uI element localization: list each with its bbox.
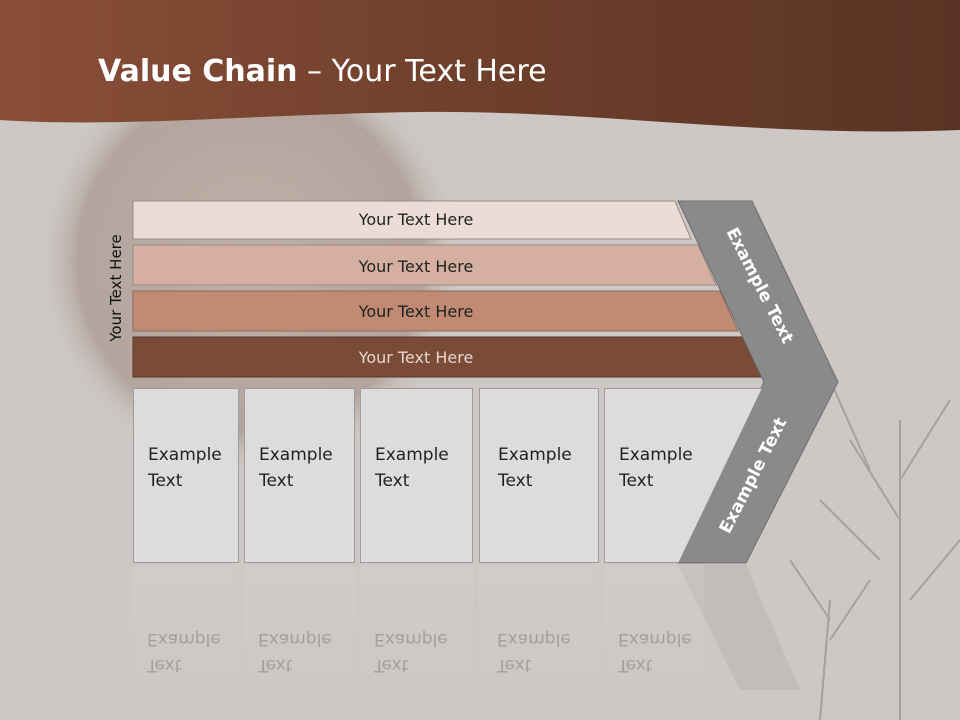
slide-title: Value Chain – Your Text Here — [98, 54, 547, 89]
activity-5-line2: Text — [619, 471, 654, 491]
activity-1-line1: Example — [148, 445, 222, 465]
activity-reflection-2: Text Example — [244, 565, 355, 695]
band-4-label: Your Text Here — [358, 348, 474, 367]
band-1-label: Your Text Here — [358, 210, 474, 229]
activity-reflection-5: Text Example — [604, 565, 704, 695]
band-2 — [132, 244, 717, 286]
reflection-4-line2: Text — [497, 655, 532, 675]
reflection-1-line1: Example — [147, 629, 221, 649]
band-1 — [132, 200, 692, 240]
reflection-5-line2: Text — [618, 655, 653, 675]
activity-4-line2: Text — [498, 471, 533, 491]
reflection-3-line1: Example — [374, 629, 448, 649]
title-rest: – Your Text Here — [297, 54, 547, 89]
activity-3-line1: Example — [375, 445, 449, 465]
reflection-2-line1: Example — [258, 629, 332, 649]
reflection-1-line2: Text — [147, 655, 182, 675]
title-bold: Value Chain — [98, 54, 298, 89]
band-3-label: Your Text Here — [358, 302, 474, 321]
reflection-4-line1: Example — [497, 629, 571, 649]
reflection-3-line2: Text — [374, 655, 409, 675]
activity-2-line2: Text — [259, 471, 294, 491]
activity-2-line1: Example — [259, 445, 333, 465]
activity-3-line2: Text — [375, 471, 410, 491]
band-3 — [132, 290, 739, 332]
activity-1-line2: Text — [148, 471, 183, 491]
chevron-reflection — [678, 565, 800, 690]
reflection-5-line1: Example — [618, 629, 692, 649]
chevron-shape — [677, 200, 839, 564]
band-2-label: Your Text Here — [358, 257, 474, 276]
activity-5-line1: Example — [619, 445, 693, 465]
activity-reflection-3: Text Example — [360, 565, 473, 695]
reflection-2-line2: Text — [258, 655, 293, 675]
activity-reflection-1: Text Example — [133, 565, 239, 695]
activity-reflection-4: Text Example — [479, 565, 599, 695]
activity-4-line1: Example — [498, 445, 572, 465]
